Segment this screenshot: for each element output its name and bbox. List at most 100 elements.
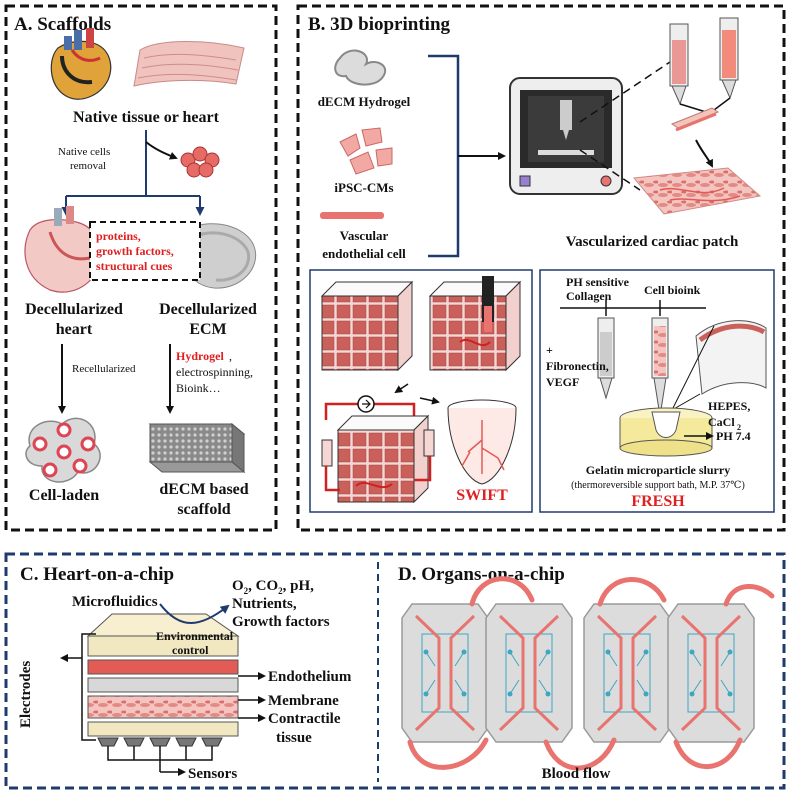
decell-ecm-label-2: ECM — [189, 321, 226, 338]
contractile-layer — [87, 695, 239, 719]
removed-cells-icon — [180, 146, 220, 178]
ph-7-4-label: PH 7.4 — [716, 429, 751, 443]
organ-chip-chamber — [421, 633, 469, 713]
fresh-subpanel — [539, 269, 775, 513]
bioprinter-icon — [509, 77, 623, 195]
organ-chip-body — [485, 603, 573, 743]
support-bath-label: (thermoreversible support bath, M.P. 37℃… — [571, 480, 745, 491]
panel-d-title: D. Organs-on-a-chip — [398, 564, 565, 585]
ecm-use-electrospinning: electrospinning, — [176, 365, 253, 379]
ph-collagen-label-1: PH sensitive — [566, 275, 630, 289]
swift-label: SWIFT — [456, 487, 508, 504]
ecm-use-comma: , — [229, 349, 232, 363]
decell-heart-label-2: heart — [56, 321, 93, 338]
environment-arrow — [159, 603, 230, 624]
bioink-syringe-icon — [651, 317, 669, 417]
swift-arrow-1 — [394, 383, 409, 394]
contractile-label-1: Contractile — [268, 711, 341, 727]
organ-chip-branch — [425, 651, 465, 695]
cell-laden-icon — [25, 417, 101, 483]
organ-chip-branch — [607, 651, 647, 695]
native-tissue-icon — [133, 41, 245, 87]
native-tissue-label: Native tissue or heart — [73, 109, 220, 126]
cue-proteins: proteins, — [96, 229, 141, 243]
hydrogel-icon — [334, 49, 387, 86]
endothelial-cell-icon — [320, 212, 384, 219]
swift-box-2-icon — [428, 276, 522, 372]
organ-chip-body — [667, 603, 755, 743]
arrow-to-cells — [145, 141, 178, 160]
cue-growth-factors: growth factors, — [96, 244, 174, 258]
decell-ecm-label-1: Decellularized — [159, 301, 257, 318]
fresh-label: FRESH — [631, 493, 685, 510]
microfluidics-label: Microfluidics — [72, 594, 158, 610]
swift-arrow-2 — [419, 396, 440, 405]
blood-flow-channel — [407, 576, 775, 771]
vascular-label-1: Vascular — [340, 228, 389, 243]
fibronectin-label: Fibronectin, — [546, 359, 609, 373]
hydrogel-label: dECM Hydrogel — [318, 94, 411, 109]
endothelium-layer — [87, 659, 239, 675]
swift-subpanel — [309, 269, 533, 513]
membrane-label: Membrane — [268, 693, 339, 709]
organ-chip-4 — [667, 603, 755, 743]
organ-chip-channel — [680, 614, 742, 732]
chip-top-layer — [86, 613, 240, 657]
decell-heart-label-1: Decellularized — [25, 301, 123, 318]
electrodes-bracket — [81, 633, 96, 741]
printed-construct-icon — [695, 320, 767, 395]
decm-scaffold-icon — [148, 422, 246, 474]
to-patch-arrow — [695, 139, 713, 168]
sensor-wires — [107, 746, 213, 761]
cell-bioink-label: Cell bioink — [644, 283, 701, 297]
co2-text: , CO — [248, 578, 278, 594]
ph-collagen-label-2: Collagen — [566, 289, 612, 303]
decellularized-heart-icon — [24, 206, 102, 293]
panel-a-title: A. Scaffolds — [14, 14, 111, 35]
patch-label: Vascularized cardiac patch — [566, 234, 739, 250]
cacl-subscript: 2 — [737, 423, 741, 432]
recell-label: Recellularized — [72, 363, 136, 375]
collagen-syringe-icon — [597, 317, 615, 400]
nozzle-right-icon — [719, 17, 739, 100]
environmental-label-2: control — [172, 643, 209, 657]
inputs-bracket — [428, 54, 460, 258]
organ-chips-group — [401, 603, 755, 743]
decellularized-ecm-icon — [184, 223, 257, 289]
sensor-pads-icon — [97, 737, 223, 747]
environmental-label-1: Environmental — [156, 629, 234, 643]
ph-text: , pH, — [283, 578, 315, 594]
gelatin-label: Gelatin microparticle slurry — [586, 463, 730, 477]
co2-sub: 2 — [278, 586, 283, 596]
nozzle-left-icon — [669, 23, 689, 106]
cue-structural: structural cues — [96, 259, 173, 273]
growth-factors-label: Growth factors — [232, 614, 330, 630]
organ-chip-branch — [509, 651, 549, 695]
membrane-layer — [87, 677, 239, 693]
panel-b-title: B. 3D bioprinting — [308, 14, 451, 35]
organ-chip-channel — [414, 614, 476, 732]
nozzle-right-tip — [713, 97, 731, 111]
blood-flow-label: Blood flow — [542, 766, 611, 782]
plus-sign: + — [546, 343, 553, 357]
o2-sub: 2 — [244, 586, 249, 596]
native-cells-label-1: Native cells — [58, 146, 110, 158]
panel-a-border — [4, 4, 278, 532]
panel-c-title: C. Heart-on-a-chip — [20, 564, 174, 585]
gelatin-bath-icon — [619, 407, 713, 457]
chip-bottom-layer — [87, 721, 239, 737]
zoom-line-top — [579, 61, 671, 123]
organ-chip-chamber — [687, 633, 735, 713]
cell-laden-label: Cell-laden — [29, 487, 99, 504]
o2-text: O — [232, 578, 244, 594]
vascular-label-2: endothelial cell — [322, 246, 406, 261]
scaffold-label-2: scaffold — [177, 501, 230, 518]
cues-box — [89, 221, 201, 281]
hepes-label: HEPES, — [708, 399, 750, 413]
organ-chip-channel — [596, 614, 658, 732]
endothelium-label: Endothelium — [268, 669, 352, 685]
native-heart-icon — [50, 28, 112, 100]
ecm-use-hydrogel: Hydrogel — [176, 349, 224, 363]
cardiac-patch-icon — [633, 167, 762, 215]
